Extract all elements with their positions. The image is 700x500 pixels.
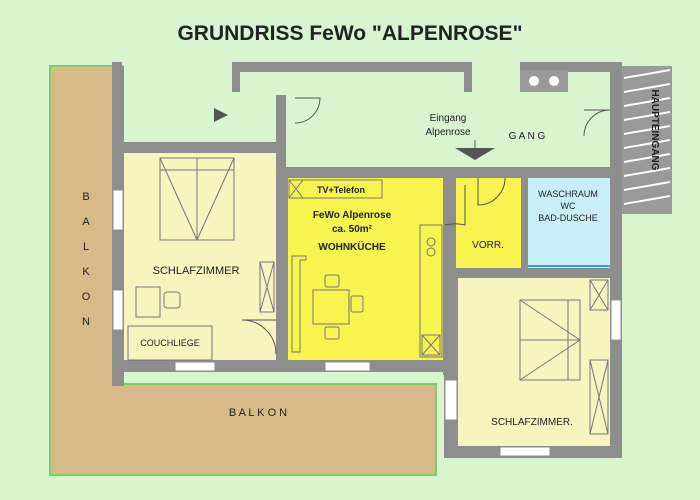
balcony-left-label: B A L K O N — [82, 191, 91, 328]
balkon-letter: B — [82, 191, 89, 203]
vestibule-label: VORR. — [472, 240, 504, 251]
entrance-arrow-icon — [455, 140, 495, 160]
stair-arrow-icon — [214, 108, 228, 122]
furniture-left — [127, 261, 275, 361]
balkon-letter: A — [82, 216, 90, 228]
page-title: GRUNDRISS FeWo "ALPENROSE" — [177, 22, 522, 45]
main-entrance-label: HAUPTEINGANG — [649, 89, 660, 170]
vestibule — [456, 178, 521, 268]
kitchen-label: WOHNKÜCHE — [318, 240, 386, 253]
entrance-label-1: Eingang — [430, 113, 467, 124]
apartment-size: ca. 50m² — [332, 224, 373, 235]
entrance-label-2: Alpenrose — [425, 127, 470, 138]
bedroom-left-label: SCHLAFZIMMER — [153, 265, 240, 277]
bathroom-label-2: WC — [561, 201, 576, 211]
bathroom-label-3: BAD-DUSCHE — [538, 213, 598, 223]
apartment-name: FeWo Alpenrose — [313, 210, 392, 221]
living-kitchen — [288, 178, 443, 360]
balkon-letter: K — [82, 266, 90, 278]
balkon-letter: N — [82, 316, 90, 328]
windows — [112, 189, 622, 457]
bathroom — [528, 178, 610, 268]
doors — [241, 97, 611, 355]
furniture-kitchen — [288, 179, 443, 358]
balkon-letter: L — [83, 241, 89, 253]
staircase — [622, 66, 672, 214]
bathroom-label-1: WASCHRAUM — [538, 189, 598, 199]
corridor-label: G A N G — [509, 131, 546, 142]
bed-right — [519, 279, 609, 435]
couch-label: COUCHLIEGE — [140, 338, 200, 348]
balcony-bottom-label: B A L K O N — [229, 407, 287, 419]
bed-left — [159, 157, 235, 241]
bedroom-right-label: SCHLAFZIMMER. — [491, 417, 573, 428]
stove-icon — [520, 70, 568, 92]
balkon-letter: O — [82, 291, 91, 303]
tv-label: TV+Telefon — [317, 185, 365, 195]
